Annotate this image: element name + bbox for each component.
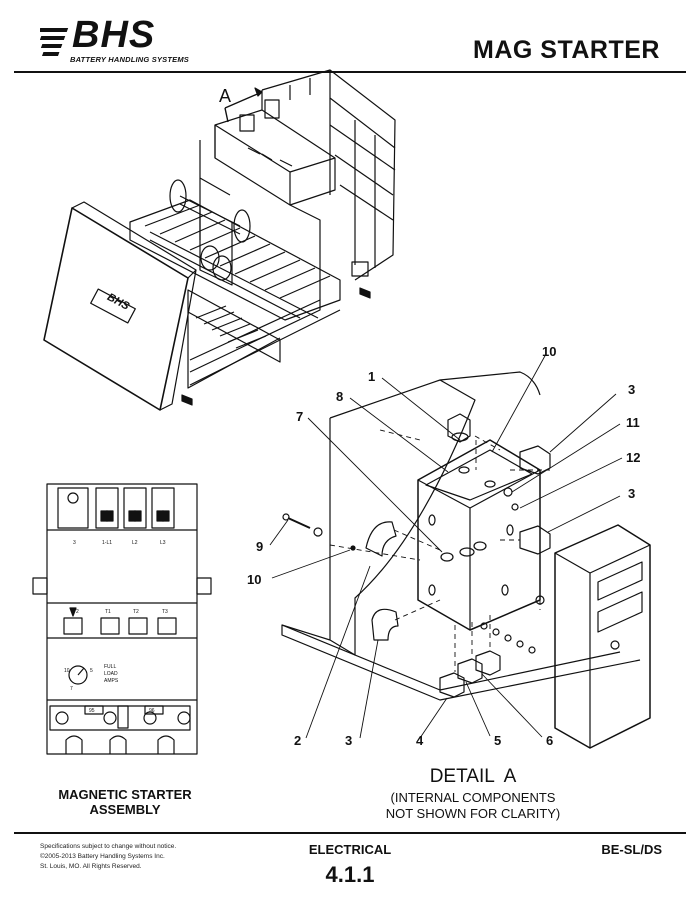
aux-label-96: 96 [149, 708, 155, 714]
logo-subtitle: BATTERY HANDLING SYSTEMS [70, 55, 189, 64]
dial-caption-load: LOAD [104, 671, 118, 677]
assembly-caption-line-2: ASSEMBLY [89, 802, 161, 817]
fine-print-line-1: Specifications subject to change without… [40, 843, 177, 850]
model-code: BE-SL/DS [601, 842, 662, 857]
starter-top-terminal-1: 3 [73, 540, 76, 546]
detail-title: DETAIL A [429, 766, 517, 787]
callout-6: 6 [546, 733, 554, 748]
isometric-machine-view [43, 69, 396, 411]
callout-4: 4 [416, 733, 424, 748]
detail-note-line-1: (INTERNAL COMPONENTS [390, 790, 556, 805]
page-title: MAG STARTER [473, 36, 660, 64]
starter-top-terminal-2: 1-L1 [102, 540, 112, 546]
detail-a-drawing [269, 353, 651, 749]
section-label: ELECTRICAL [308, 842, 392, 857]
callout-7: 7 [296, 409, 304, 424]
panel-logo: BHS [105, 291, 132, 313]
magnetic-starter-drawing [32, 483, 212, 755]
callout-2: 2 [294, 733, 302, 748]
section-number: 4.1.1 [325, 862, 375, 887]
fine-print-line-2: ©2005-2013 Battery Handling Systems Inc. [40, 853, 165, 860]
starter-bottom-terminal-1: 2 [76, 609, 79, 615]
callout-10-top: 10 [542, 344, 557, 359]
dial-caption-amps: AMPS [104, 678, 119, 684]
callout-5: 5 [494, 733, 502, 748]
callout-11: 11 [626, 415, 640, 430]
starter-top-terminal-3: L2 [132, 540, 138, 546]
logo-wordmark: BHS [72, 14, 156, 56]
assembly-caption-line-1: MAGNETIC STARTER [58, 787, 192, 802]
bhs-logo-icon [40, 28, 69, 56]
starter-bottom-terminal-4: T3 [162, 609, 168, 615]
footer-divider [14, 832, 686, 834]
callout-3-bottom: 3 [345, 733, 353, 748]
starter-bottom-terminal-2: T1 [105, 609, 111, 615]
callout-3-top: 3 [628, 382, 636, 397]
view-marker: A [219, 86, 232, 106]
dial-label-5: 5 [90, 668, 93, 674]
callout-9: 9 [256, 539, 264, 554]
dial-caption-full: FULL [104, 664, 116, 670]
header-divider [14, 71, 686, 73]
callout-1: 1 [368, 369, 376, 384]
callout-3-right: 3 [628, 486, 636, 501]
callout-10-left: 10 [247, 572, 262, 587]
starter-top-terminal-4: L3 [160, 540, 166, 546]
aux-label-95: 95 [89, 708, 95, 714]
fine-print-line-3: St. Louis, MO. All Rights Reserved. [40, 863, 142, 870]
callout-8: 8 [336, 389, 344, 404]
dial-label-10: 10 [64, 668, 70, 674]
dial-label-7: 7 [70, 686, 73, 692]
starter-bottom-terminal-3: T2 [133, 609, 139, 615]
callout-12: 12 [626, 450, 641, 465]
detail-note-line-2: NOT SHOWN FOR CLARITY) [385, 806, 561, 821]
